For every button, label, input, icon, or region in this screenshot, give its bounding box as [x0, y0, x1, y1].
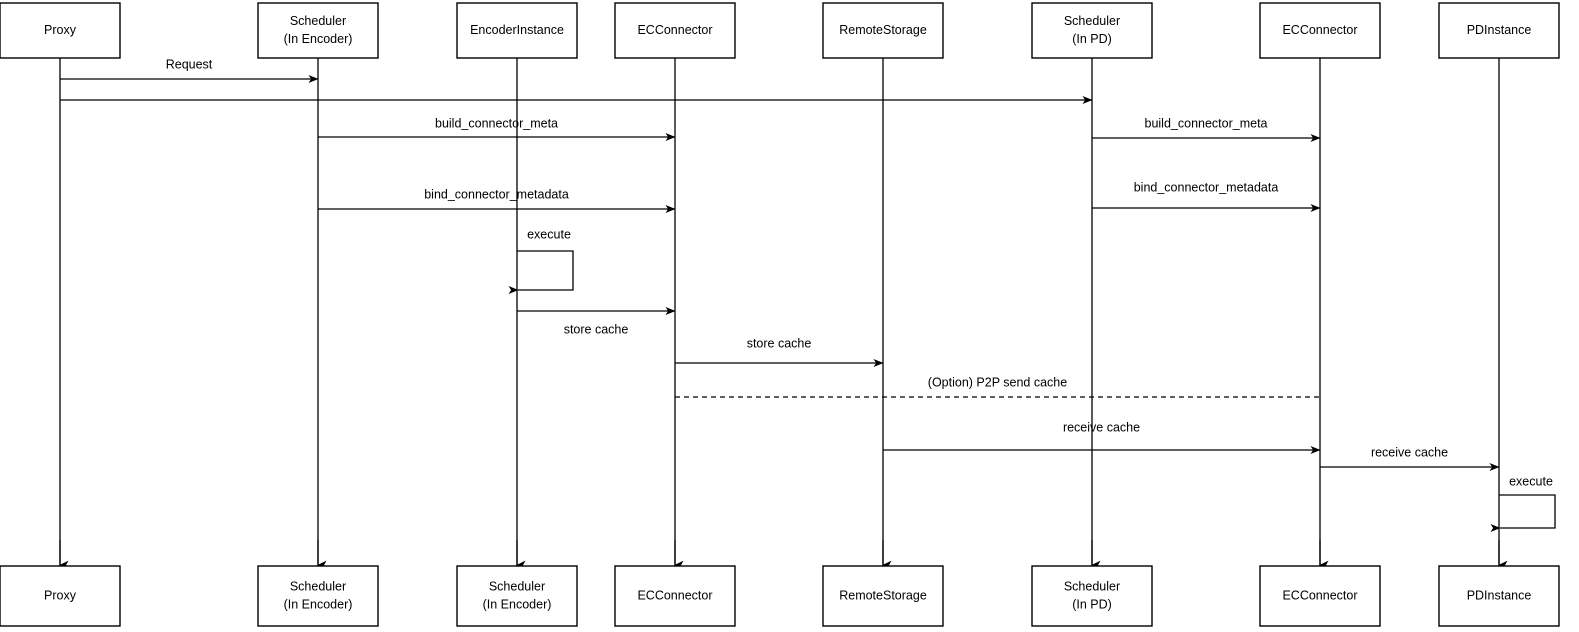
participant-label-line1: ECConnector — [1282, 588, 1357, 602]
participant-box-bottom-sched_enc[interactable]: Scheduler (In Encoder) — [257, 565, 379, 627]
message-m9[interactable]: (Option) P2P send cache — [675, 375, 1320, 398]
participant-label-line1: EncoderInstance — [470, 23, 564, 37]
participant-box-top-sched_pd[interactable]: Scheduler (In PD) — [1031, 2, 1153, 59]
message-label: store cache — [564, 322, 629, 336]
participant-label-line1: ECConnector — [1282, 23, 1357, 37]
message-label: build_connector_meta — [1145, 116, 1268, 130]
self-message-s2[interactable]: execute — [1490, 474, 1556, 532]
participant-label-line1: Scheduler — [1064, 14, 1120, 28]
message-label: receive cache — [1371, 445, 1448, 459]
participant-label-line2: (In Encoder) — [284, 597, 353, 611]
message-label: Request — [166, 57, 213, 71]
participant-label-line1: ECConnector — [637, 588, 712, 602]
message-label: (Option) P2P send cache — [928, 375, 1067, 389]
participant-box-top-pd_inst[interactable]: PDInstance — [1438, 2, 1560, 59]
message-label: store cache — [747, 336, 812, 350]
message-m10[interactable]: receive cache — [883, 420, 1321, 454]
participant-box-bottom-pd_inst[interactable]: PDInstance — [1438, 565, 1560, 627]
message-label: build_connector_meta — [435, 116, 558, 130]
messages-layer: Request build_connector_meta build_connect… — [60, 57, 1500, 471]
participant-label-line1: Scheduler — [290, 579, 346, 593]
participant-box-bottom-ecc_left[interactable]: ECConnector — [614, 565, 736, 627]
participant-box-top-proxy[interactable]: Proxy — [0, 2, 121, 59]
self-message-path — [508, 250, 574, 294]
participant-label-line1: ECConnector — [637, 23, 712, 37]
participant-box-bottom-sched_pd[interactable]: Scheduler (In PD) — [1031, 565, 1153, 627]
message-m4[interactable]: build_connector_meta — [1092, 116, 1321, 142]
participant-label-line2: (In Encoder) — [284, 32, 353, 46]
participant-box-bottom-ecc_right[interactable]: ECConnector — [1259, 565, 1381, 627]
bottom-participant-boxes: Proxy Scheduler (In Encoder) Scheduler (In E… — [0, 565, 1560, 627]
message-label: bind_connector_metadata — [1134, 180, 1279, 194]
message-m7[interactable]: store cache — [517, 307, 676, 336]
message-m6[interactable]: bind_connector_metadata — [1092, 180, 1321, 212]
participant-box-top-sched_enc[interactable]: Scheduler (In Encoder) — [257, 2, 379, 59]
message-m11[interactable]: receive cache — [1320, 445, 1500, 471]
participant-label-line1: Proxy — [44, 588, 77, 602]
message-m1[interactable]: Request — [60, 57, 319, 83]
participant-box-top-ecc_left[interactable]: ECConnector — [614, 2, 736, 59]
participant-label-line2: (In Encoder) — [483, 597, 552, 611]
message-m8[interactable]: store cache — [675, 336, 884, 367]
participant-label-line1: RemoteStorage — [839, 588, 927, 602]
participant-label-line2: (In PD) — [1072, 32, 1112, 46]
participant-label-line1: RemoteStorage — [839, 23, 927, 37]
participant-box-top-remote[interactable]: RemoteStorage — [822, 2, 944, 59]
message-label: receive cache — [1063, 420, 1140, 434]
participant-label-line1: PDInstance — [1467, 23, 1532, 37]
participant-box-bottom-encoder_inst[interactable]: Scheduler (In Encoder) — [456, 565, 578, 627]
participant-box-top-ecc_right[interactable]: ECConnector — [1259, 2, 1381, 59]
lifelines-layer — [59, 58, 1508, 570]
self-messages-layer: execute execute — [508, 227, 1556, 532]
self-message-label: execute — [527, 227, 571, 241]
participant-label-line2: (In PD) — [1072, 597, 1112, 611]
message-m5[interactable]: bind_connector_metadata — [318, 187, 676, 213]
participant-box-top-encoder_inst[interactable]: EncoderInstance — [456, 2, 578, 59]
participant-label-line1: Proxy — [44, 23, 77, 37]
participant-box-bottom-proxy[interactable]: Proxy — [0, 565, 121, 627]
participant-box-bottom-remote[interactable]: RemoteStorage — [822, 565, 944, 627]
self-message-s1[interactable]: execute — [508, 227, 574, 294]
message-label: bind_connector_metadata — [424, 187, 569, 201]
message-m3[interactable]: build_connector_meta — [318, 116, 676, 141]
top-participant-boxes: Proxy Scheduler (In Encoder) EncoderInstanc… — [0, 2, 1560, 59]
self-message-path — [1490, 494, 1556, 532]
self-message-label: execute — [1509, 474, 1553, 488]
participant-label-line1: Scheduler — [1064, 579, 1120, 593]
participant-label-line1: Scheduler — [290, 14, 346, 28]
participant-label-line1: PDInstance — [1467, 588, 1532, 602]
participant-label-line1: Scheduler — [489, 579, 545, 593]
